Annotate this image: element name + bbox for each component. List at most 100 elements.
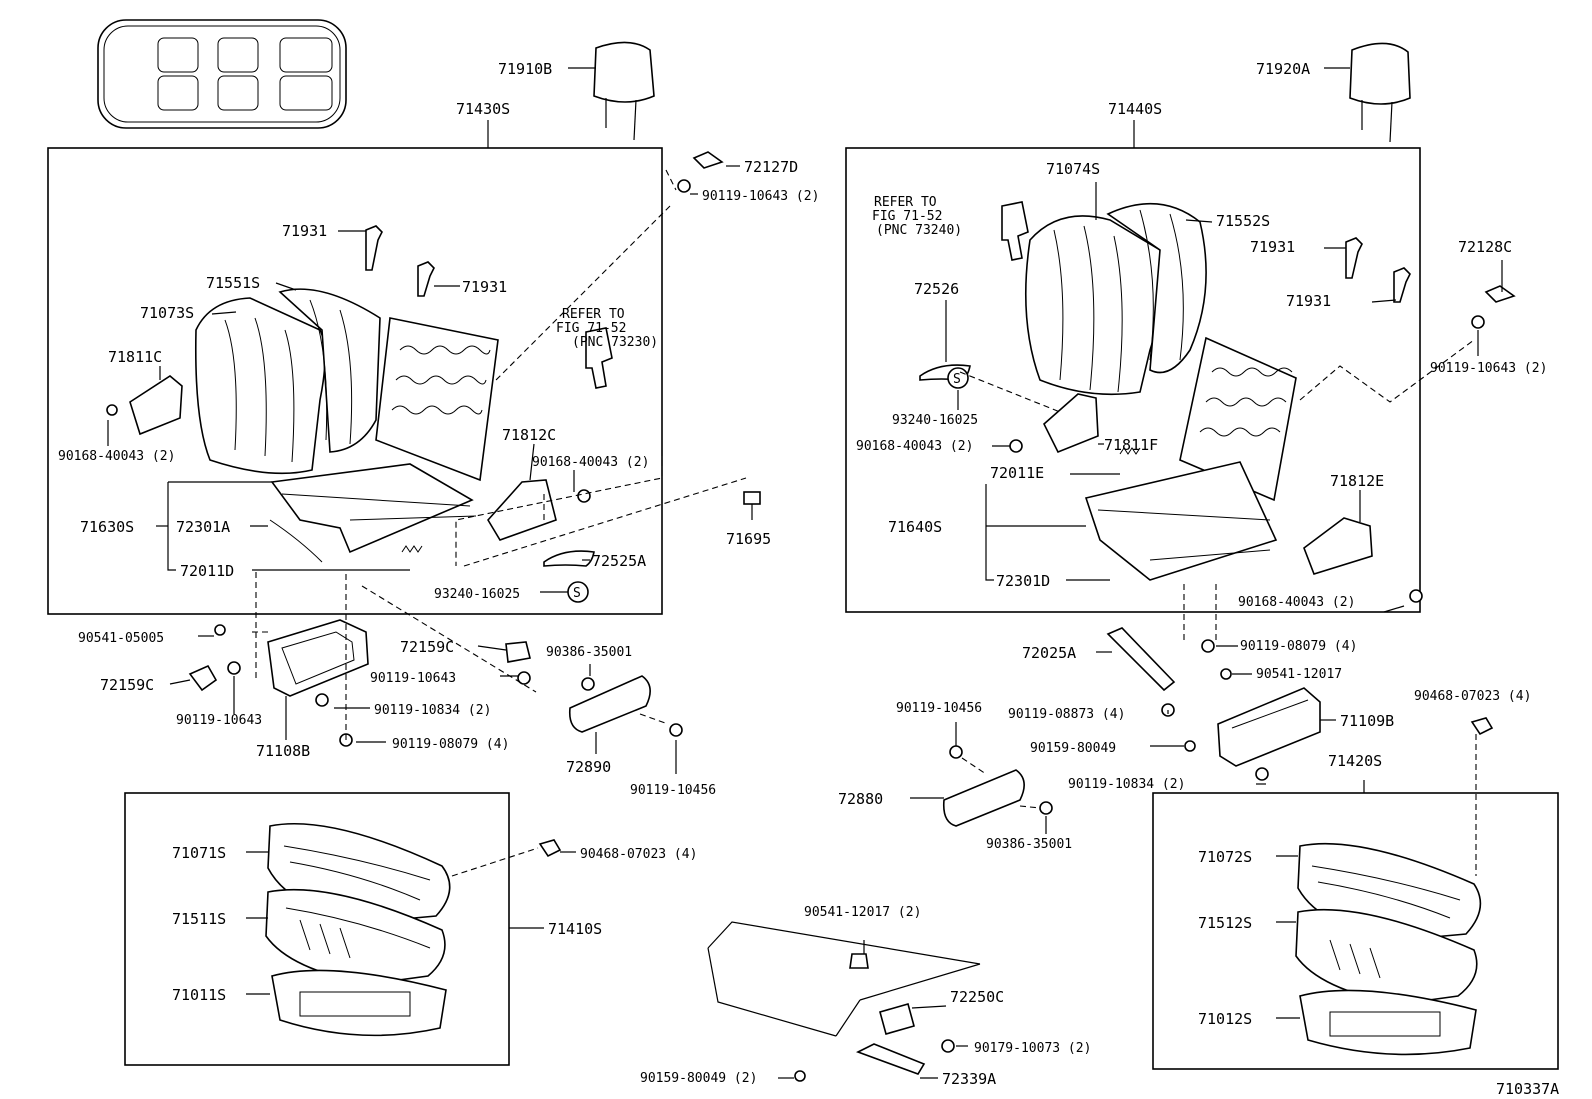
recliner-cover-71812E [1303,517,1373,575]
label-90119-10456: 90119-10456 [896,701,982,716]
label-71931: 71931 [1286,292,1331,310]
refer-note-line2: FIG 71-52 [872,209,942,224]
screw-icon [949,745,963,759]
label-71440S: 71440S [1108,100,1162,118]
cushion-pad-71512S [1295,908,1478,1005]
headrest-support-71931 [417,261,435,297]
label-90119-10456: 90119-10456 [630,783,716,798]
bolt-icon [577,489,591,503]
cushion-pad-71511S [265,888,446,985]
label-72011D: 72011D [180,562,234,580]
headrest-support-71931 [1345,237,1363,279]
label-71430S: 71430S [456,100,510,118]
label-90119-10834-2: 90119-10834 (2) [1068,777,1185,792]
refer-note-line1: REFER TO [874,195,937,210]
label-72025A: 72025A [1022,644,1076,662]
label-71931: 71931 [282,222,327,240]
headrest-71910B [593,41,655,141]
recliner-cover-71812C [487,479,557,541]
seatbelt-buckle-icon [1001,201,1029,261]
label-72339A: 72339A [942,1070,996,1088]
label-90541-05005: 90541-05005 [78,631,164,646]
label-72301D: 72301D [996,572,1050,590]
label-71410S: 71410S [548,920,602,938]
cover-72127D [692,151,724,169]
clip-90468-07023 [538,839,562,858]
label-90168-40043-2: 90168-40043 (2) [532,455,649,470]
screw-icon [677,179,691,193]
label-71512S: 71512S [1198,914,1252,932]
headrest-support-71931 [365,225,383,271]
label-90168-40043-2: 90168-40043 (2) [856,439,973,454]
label-72128C: 72128C [1458,238,1512,256]
bolt-icon [517,671,531,685]
seat-track-71640S [1084,447,1278,581]
label-72250C: 72250C [950,988,1004,1006]
headrest-71920A [1349,42,1411,143]
recliner-cover-71811C [129,375,183,436]
bolt-icon [106,404,118,416]
label-90168-40043-2: 90168-40043 (2) [58,449,175,464]
leader-lines-right-mid [910,645,1477,876]
screw-icon [581,677,595,691]
label-90119-10834-2: 90119-10834 (2) [374,703,491,718]
label-71071S: 71071S [172,844,226,862]
console-panel [707,921,981,1037]
bracket-72250C [879,1003,915,1035]
cap-72159C [188,664,218,692]
label-90119-10643: 90119-10643 [370,671,456,686]
s-symbol-label: S [573,586,581,601]
label-72301A: 72301A [176,518,230,536]
label-71073S: 71073S [140,304,194,322]
bolt-icon [1409,589,1423,603]
seatback-frame-left [375,317,499,482]
label-93240-16025: 93240-16025 [892,413,978,428]
clip-90468-07023 [1470,717,1494,736]
label-72127D: 72127D [744,158,798,176]
label-90468-07023-4: 90468-07023 (4) [580,847,697,862]
vehicle-location-icon [97,19,347,129]
label-90119-10643-2: 90119-10643 (2) [1430,361,1547,376]
label-90386-35001: 90386-35001 [546,645,632,660]
cushion-frame-71012S [1299,989,1477,1056]
armrest-72880 [942,769,1025,827]
seatback-frame-right [1179,336,1297,502]
cover-72128C [1484,285,1516,303]
bolt-icon [315,693,329,707]
label-90119-10643: 90119-10643 [176,713,262,728]
leader-lines-left [107,67,753,593]
label-90119-10643-2: 90119-10643 (2) [702,189,819,204]
seatback-pad-71552S [1106,202,1207,374]
cover-72525A [543,550,595,567]
armrest-72890 [568,675,651,733]
label-90159-80049-2: 90159-80049 (2) [640,1071,757,1086]
label-90119-08079-4: 90119-08079 (4) [392,737,509,752]
label-71074S: 71074S [1046,160,1100,178]
recliner-cover-71811F [1043,393,1099,454]
label-71108B: 71108B [256,742,310,760]
label-71811C: 71811C [108,348,162,366]
bracket-71108B [267,619,369,697]
seatbelt-buckle-icon [585,327,613,389]
screw-icon [794,1070,806,1082]
label-71811F: 71811F [1104,436,1158,454]
leader-lines-right [945,67,1503,644]
headrest-support-71931 [1393,267,1411,303]
leader-lines-console [778,940,968,1079]
seatback-cover-71073S [194,297,326,475]
screw-icon [214,624,226,636]
seatback-pad-71551S [278,288,381,453]
label-72525A: 72525A [592,552,646,570]
cap-72159C [505,641,531,663]
label-71812E: 71812E [1330,472,1384,490]
label-71920A: 71920A [1256,60,1310,78]
label-90179-10073-2: 90179-10073 (2) [974,1041,1091,1056]
leader-lines-left-low [246,847,576,995]
refer-note-line3: (PNC 73230) [572,335,658,350]
label-90168-40043-2: 90168-40043 (2) [1238,595,1355,610]
label-90541-12017: 90541-12017 [1256,667,1342,682]
s-symbol-label: S [953,372,961,387]
label-71551S: 71551S [206,274,260,292]
label-90468-07023-4: 90468-07023 (4) [1414,689,1531,704]
